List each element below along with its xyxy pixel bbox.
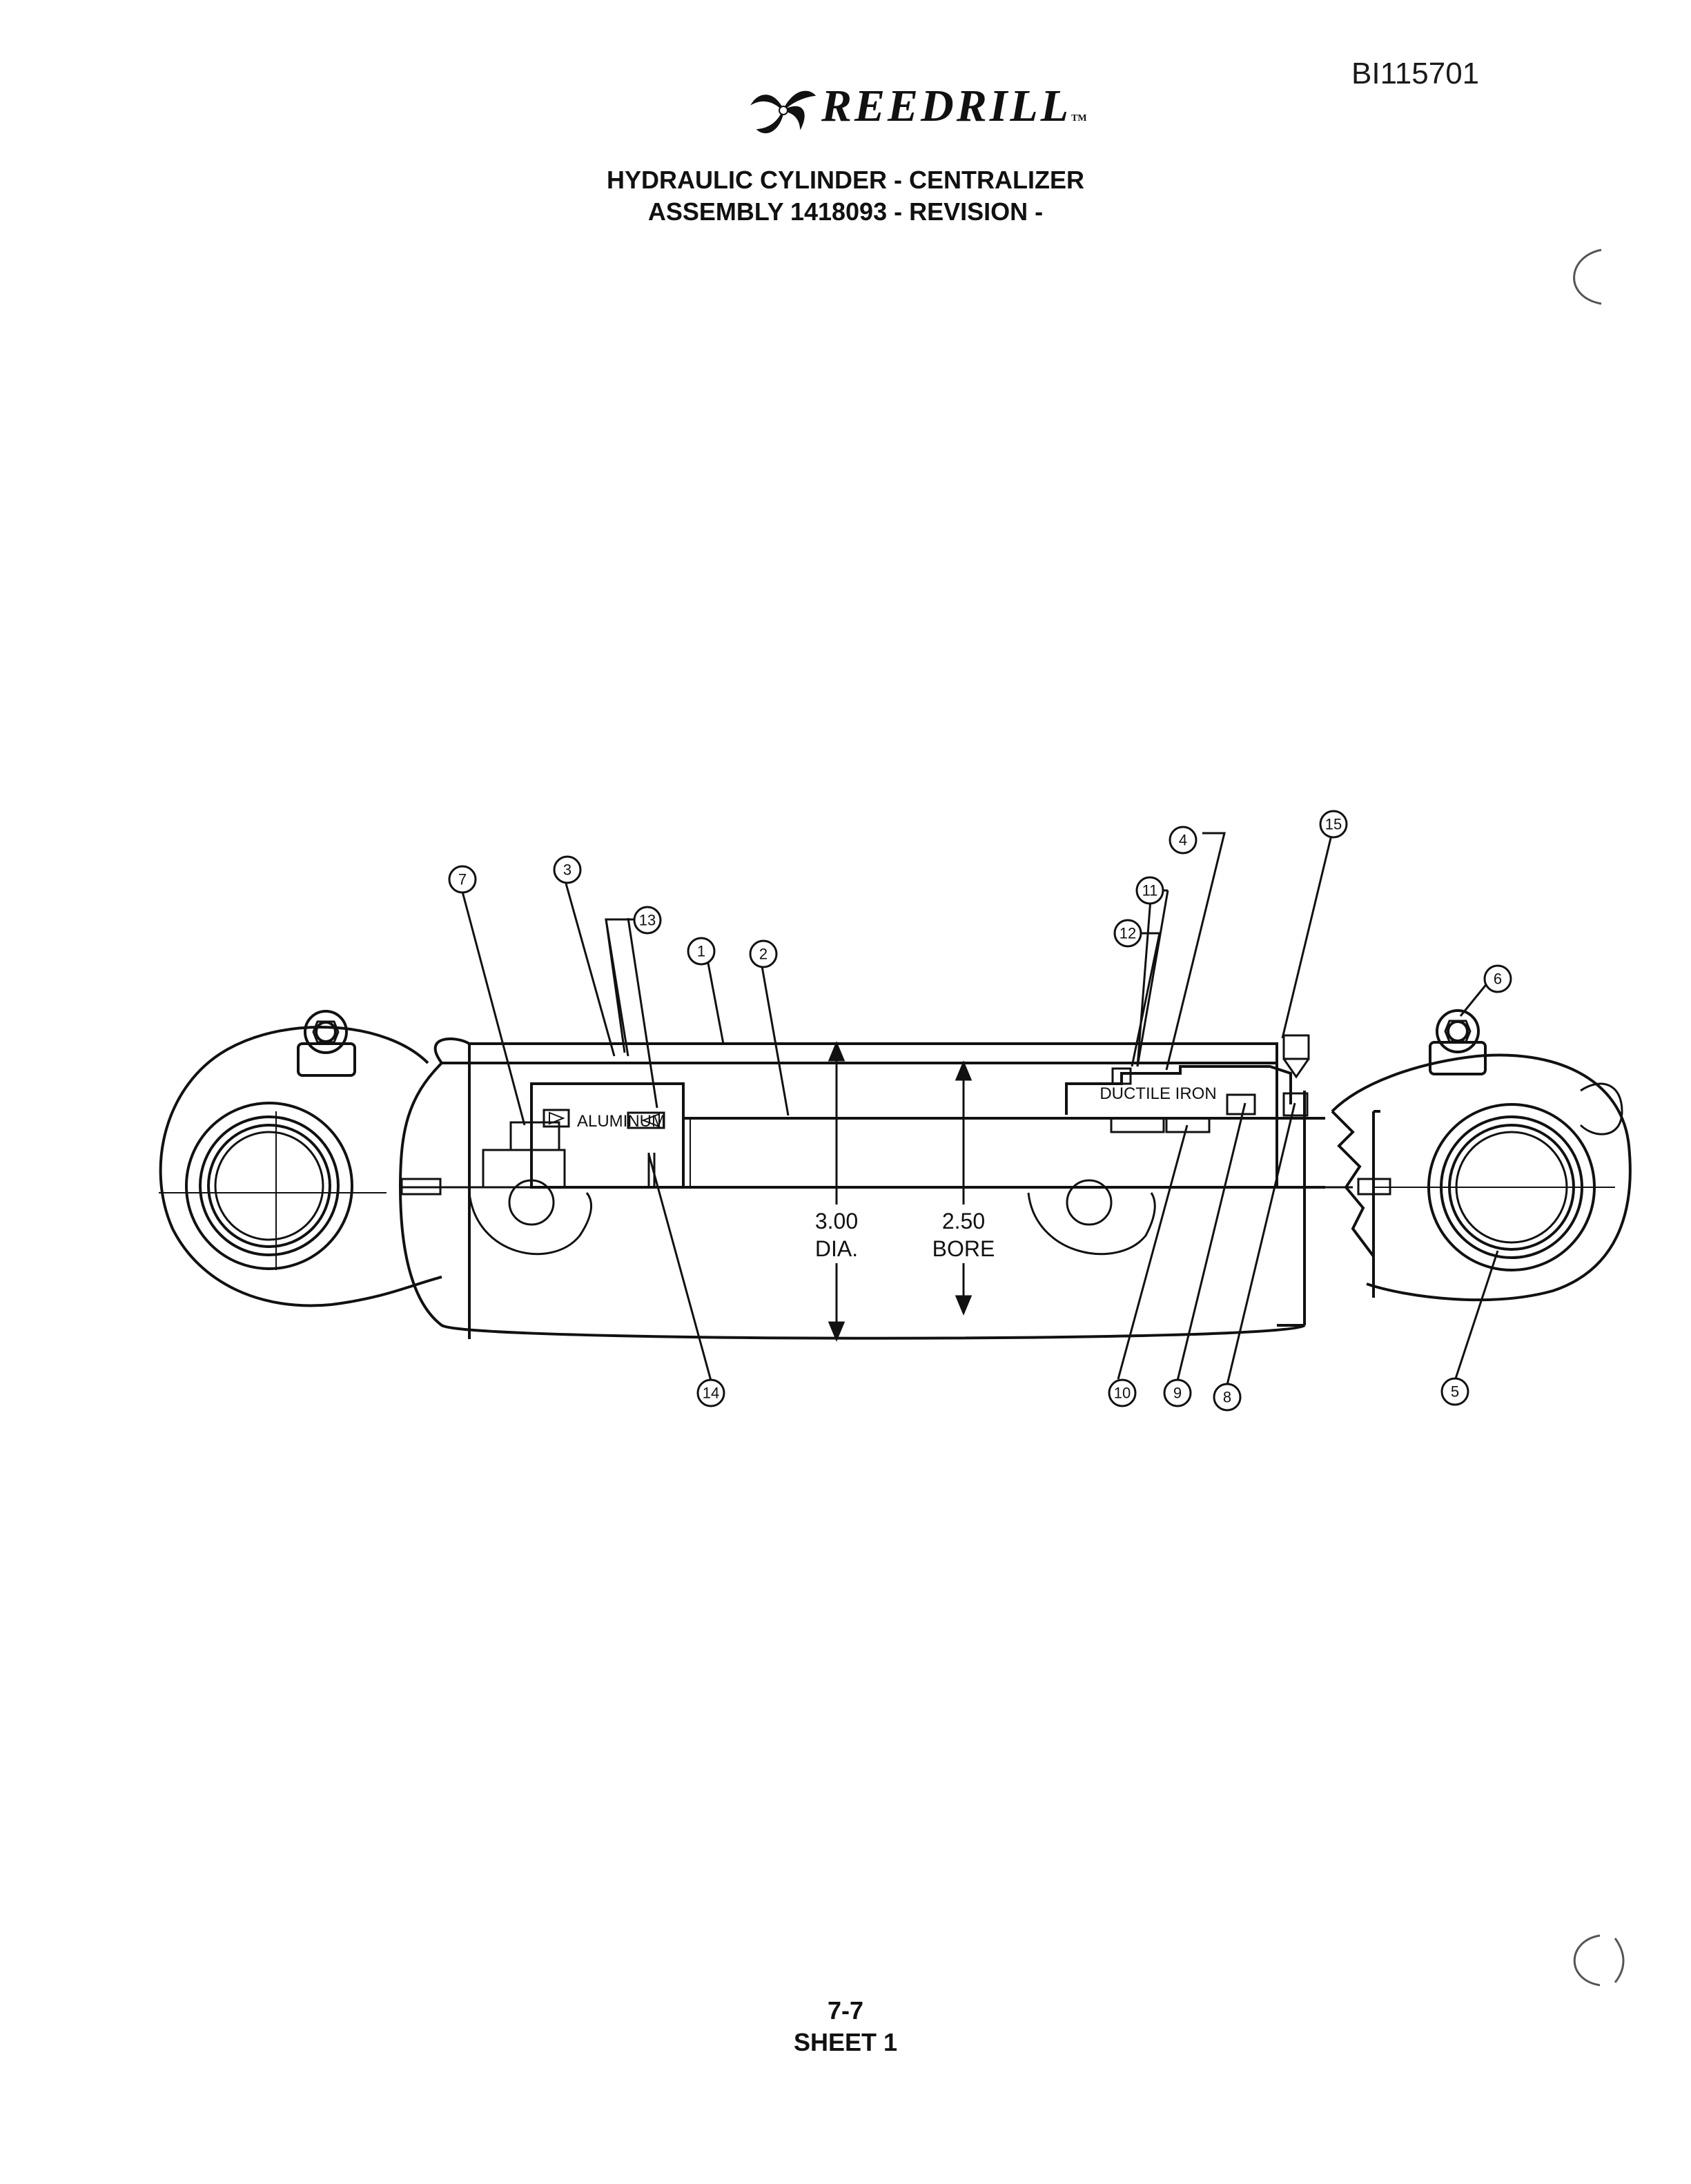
binder-mark-bottom [1573, 1934, 1601, 1987]
material-aluminum-label: ALUMINUM [577, 1112, 665, 1131]
bore-label: BORE [932, 1236, 995, 1261]
binder-mark-top [1573, 248, 1602, 305]
reedrill-logo: REEDRILLTM [745, 76, 1104, 145]
callout-15: 15 [1319, 810, 1348, 839]
outer-diameter-value: 3.00 [815, 1209, 858, 1234]
sheet-label: SHEET 1 [793, 2028, 898, 2056]
brand-name: REEDRILLTM [821, 81, 1087, 131]
right-end-eye [1331, 1009, 1632, 1302]
callout-11: 11 [1135, 876, 1164, 905]
material-ductile-iron-label: DUCTILE IRON [1099, 1084, 1216, 1103]
svg-text:11: 11 [1142, 882, 1158, 899]
port-bosses [468, 1179, 1156, 1256]
callout-6: 6 [1483, 964, 1512, 993]
page-footer: 7-7 SHEET 1 [0, 1995, 1691, 2058]
piston-rod [682, 1117, 1325, 1189]
callout-5: 5 [1440, 1377, 1469, 1406]
callout-4: 4 [1169, 826, 1198, 855]
bore-value: 2.50 [942, 1209, 985, 1234]
svg-text:4: 4 [1179, 832, 1187, 849]
callout-12: 12 [1113, 919, 1142, 948]
callout-10: 10 [1108, 1378, 1137, 1407]
callout-1: 1 [687, 937, 716, 966]
svg-text:7: 7 [458, 871, 467, 888]
title-line-2: ASSEMBLY 1418093 - REVISION - [647, 197, 1044, 226]
callout-8: 8 [1213, 1383, 1242, 1412]
callout-2: 2 [749, 939, 778, 968]
callout-13: 13 [633, 906, 662, 935]
callout-3: 3 [553, 855, 582, 884]
callouts: 1 2 3 4 5 6 7 8 [448, 810, 1512, 1412]
drawing-title: HYDRAULIC CYLINDER - CENTRALIZER ASSEMBL… [0, 164, 1691, 228]
reedrill-swirl-icon [750, 90, 817, 133]
callout-9: 9 [1163, 1378, 1192, 1407]
svg-text:6: 6 [1494, 971, 1502, 988]
outer-diameter-label: DIA. [815, 1236, 858, 1261]
svg-text:15: 15 [1325, 816, 1342, 833]
callout-7: 7 [448, 865, 477, 894]
svg-text:14: 14 [703, 1385, 719, 1402]
svg-text:12: 12 [1120, 925, 1136, 942]
svg-text:5: 5 [1451, 1383, 1459, 1401]
left-end-eye [159, 1010, 442, 1307]
callout-14: 14 [696, 1378, 725, 1407]
leader-lines [461, 832, 1499, 1385]
gland [1065, 1034, 1310, 1133]
document-id: BI115701 [1351, 57, 1480, 90]
svg-text:9: 9 [1173, 1385, 1182, 1402]
svg-text:3: 3 [563, 861, 571, 879]
svg-text:1: 1 [697, 943, 705, 960]
svg-text:13: 13 [639, 912, 656, 929]
title-line-1: HYDRAULIC CYLINDER - CENTRALIZER [607, 166, 1084, 194]
svg-text:2: 2 [759, 946, 768, 963]
page-number: 7-7 [827, 1996, 864, 2025]
svg-text:10: 10 [1114, 1385, 1131, 1402]
svg-text:8: 8 [1223, 1389, 1231, 1406]
dimension-lines [828, 1041, 972, 1342]
